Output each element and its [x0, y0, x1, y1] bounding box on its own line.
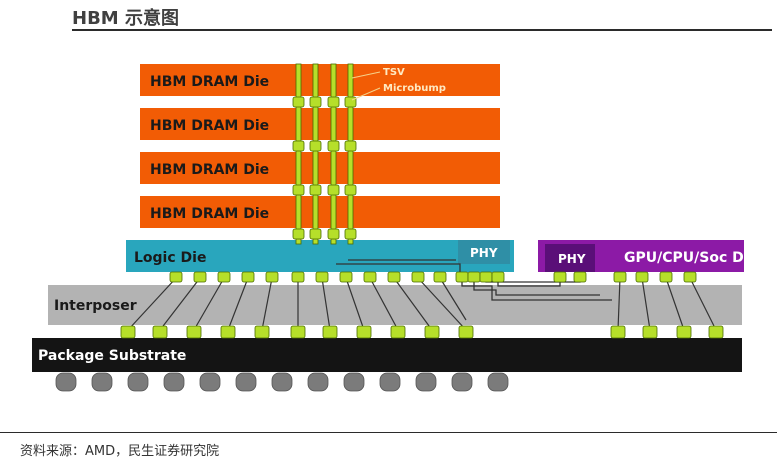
- callout-lines: [351, 71, 381, 101]
- microbumps: [292, 96, 357, 240]
- phy-label: PHY: [470, 246, 498, 260]
- phy-block: [458, 240, 510, 264]
- dram-die-4-label: HBM DRAM Die: [150, 206, 269, 222]
- interposer: [48, 285, 742, 325]
- gpu-die-label: GPU/CPU/Soc Die: [624, 250, 758, 266]
- die-bumps: [169, 271, 697, 283]
- interposer-bumps: [120, 325, 724, 339]
- source-divider: [0, 432, 777, 433]
- package-substrate: [32, 338, 742, 372]
- dram-die-3-label: HBM DRAM Die: [150, 162, 269, 178]
- dram-die-2: [140, 108, 500, 140]
- dram-die-1: [140, 64, 500, 96]
- gpu-phy-block: [545, 244, 595, 272]
- dram-die-4: [140, 196, 500, 228]
- logic-die-label: Logic Die: [134, 250, 206, 266]
- substrate-label: Package Substrate: [38, 348, 186, 364]
- dram-die-2-label: HBM DRAM Die: [150, 118, 269, 134]
- dram-die-3: [140, 152, 500, 184]
- microbump-label: Microbump: [383, 83, 446, 94]
- title-divider: [72, 29, 772, 31]
- tsv-label: TSV: [383, 67, 405, 78]
- page-title: HBM 示意图: [72, 8, 179, 29]
- interposer-label: Interposer: [54, 298, 137, 314]
- gpu-phy-label: PHY: [558, 252, 586, 266]
- dram-die-1-label: HBM DRAM Die: [150, 74, 269, 90]
- logic-die: [126, 240, 514, 272]
- source-note: 资料来源：AMD，民生证券研究院: [20, 444, 220, 459]
- interposer-vias: [127, 277, 717, 331]
- solder-balls: [55, 372, 509, 392]
- tsv-columns: [295, 63, 354, 245]
